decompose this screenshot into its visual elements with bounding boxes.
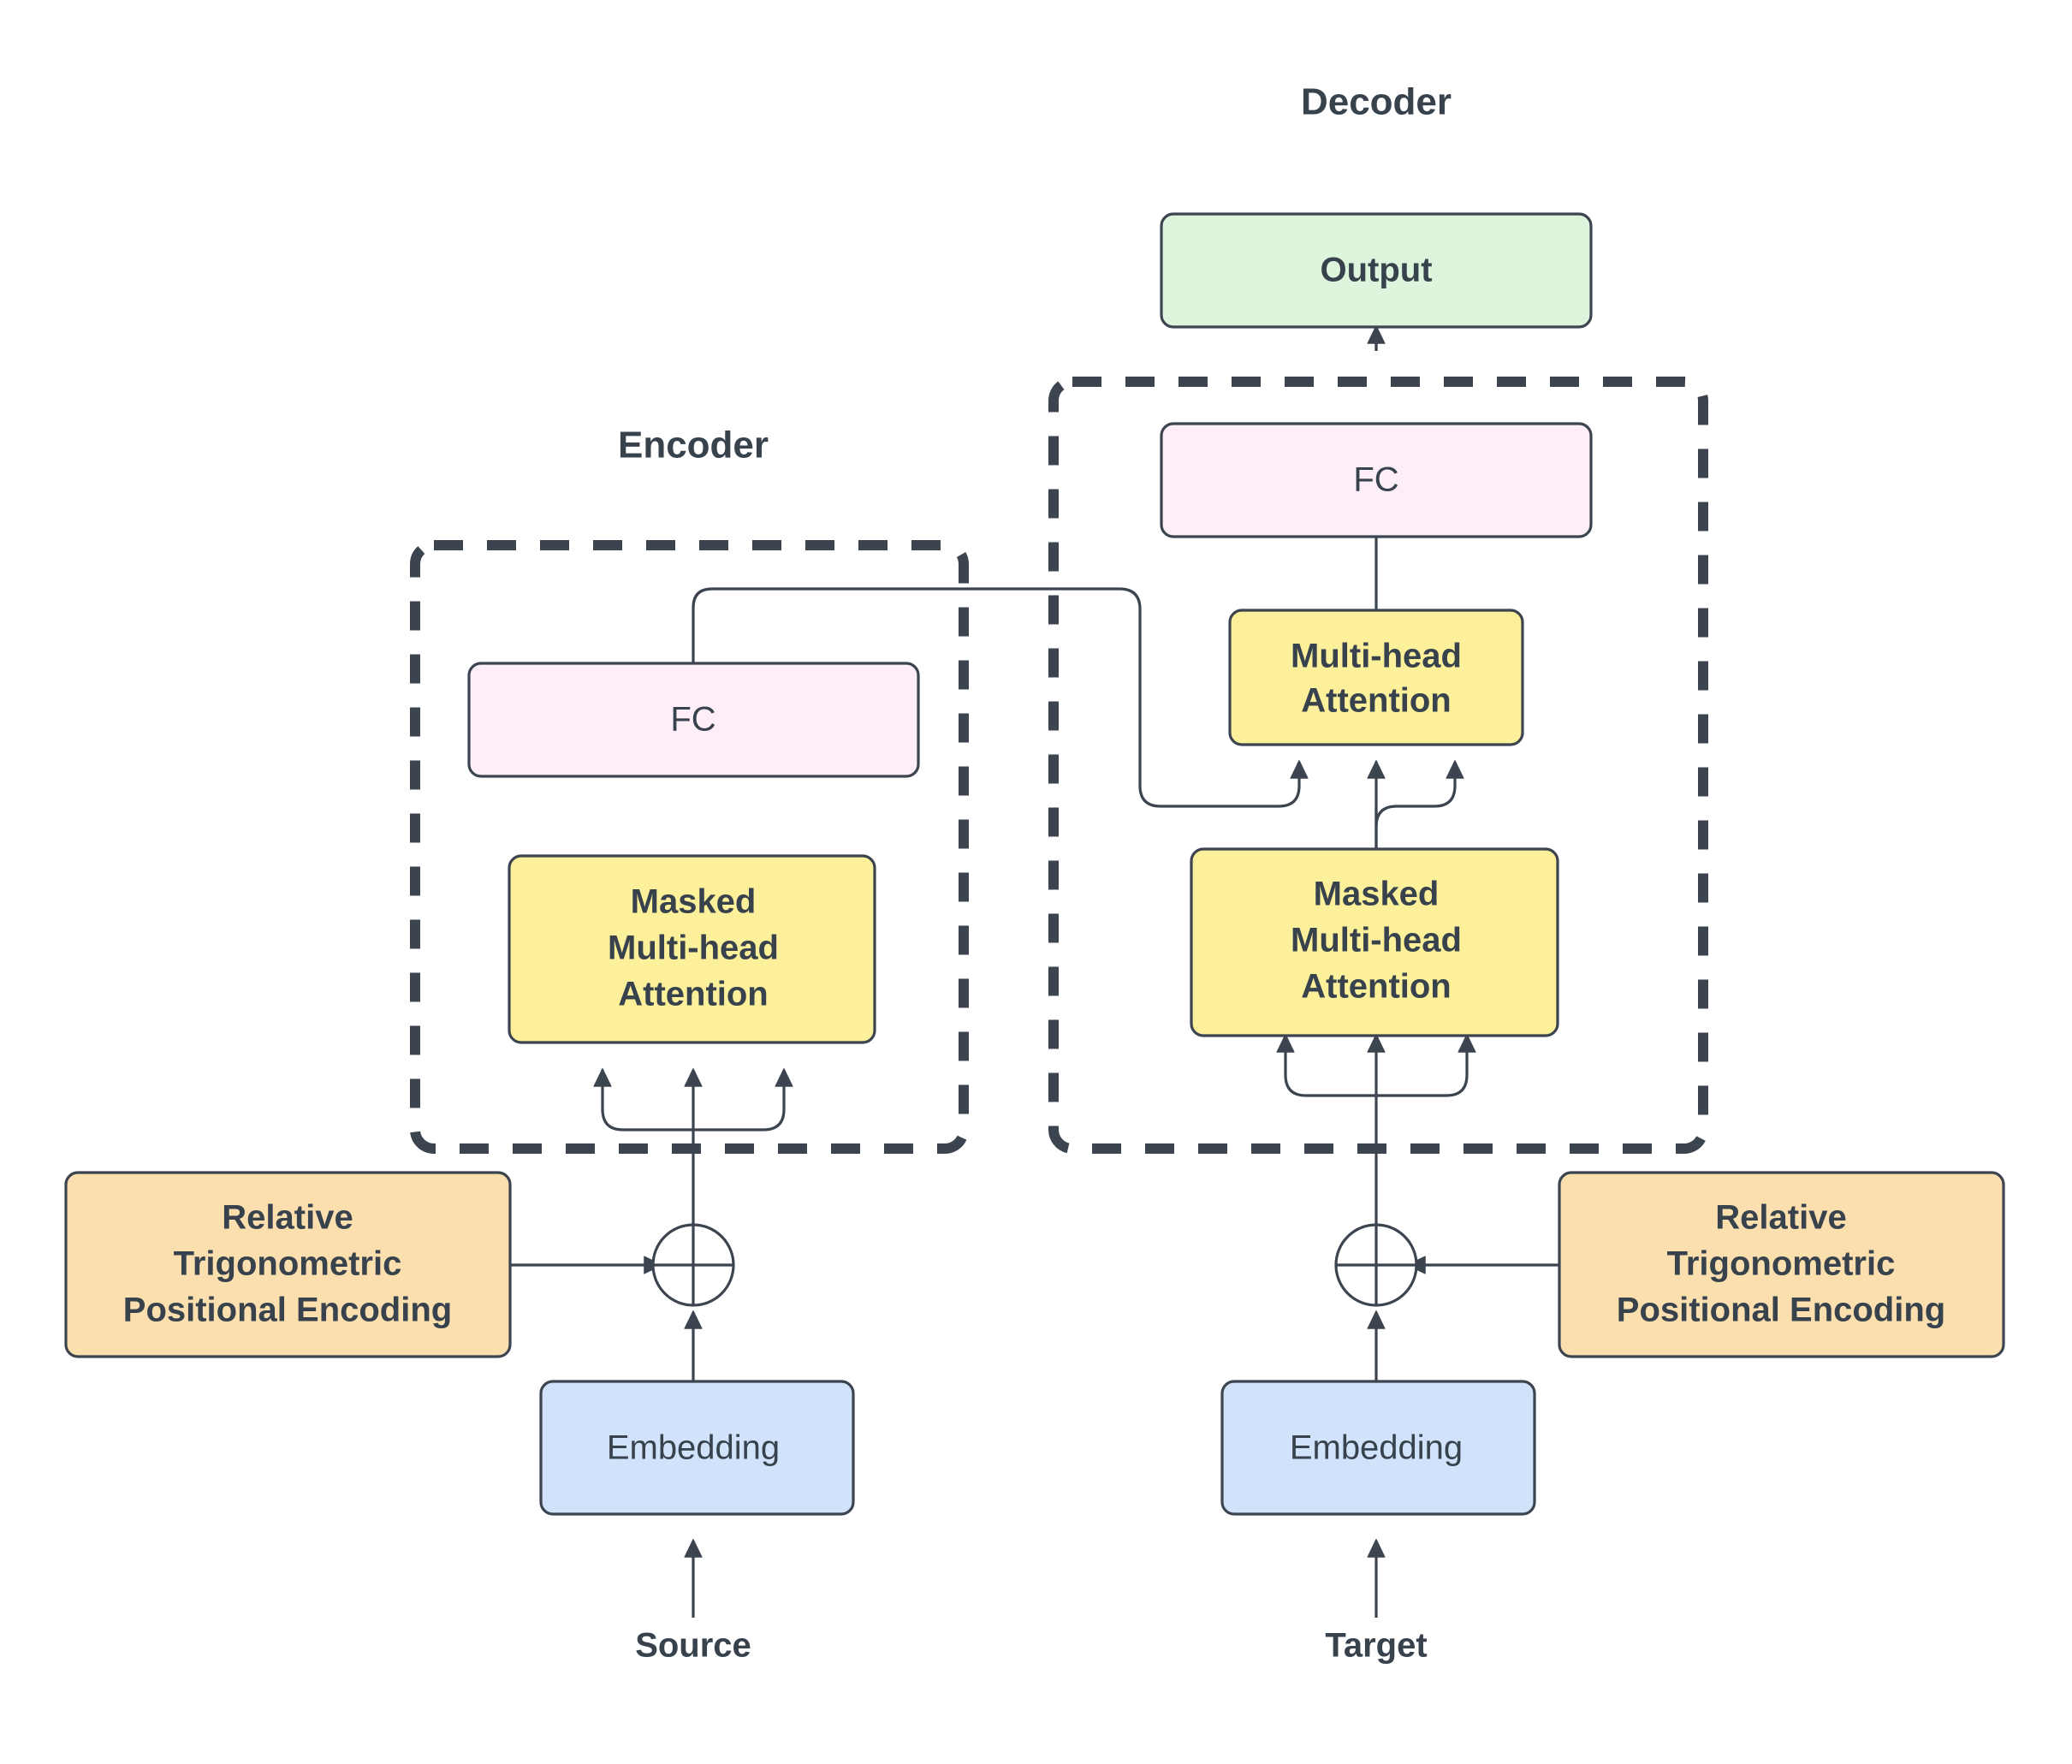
- target-posenc-label-line3: Positional Encoding: [1617, 1292, 1945, 1329]
- target-posenc-label-line1: Relative: [1715, 1199, 1846, 1237]
- source-posenc-label-line3: Positional Encoding: [123, 1292, 452, 1329]
- encoder-group-box: [410, 540, 969, 1154]
- decoder-fc-node[interactable]: [1160, 422, 1593, 538]
- output-node[interactable]: [1160, 212, 1593, 329]
- edge-decoder-attention-to-cross-right: [1374, 760, 1464, 828]
- decoder-cross-attention-label-line1: Multi-head: [1291, 638, 1462, 675]
- source-add-operator[interactable]: [651, 1223, 735, 1307]
- target-embedding-node[interactable]: [1220, 1380, 1536, 1516]
- edge-decoder-attention-input-left: [1276, 1034, 1376, 1097]
- decoder-fc-node-label: FC: [1353, 461, 1398, 499]
- target-embedding-label: Embedding: [1290, 1429, 1463, 1467]
- target-add-operator[interactable]: [1334, 1223, 1418, 1307]
- edge-encoder-fc-to-decoder-attention: [692, 587, 1309, 808]
- edge-encoder-attention-input-right: [693, 1068, 793, 1131]
- encoder-masked-attention-node[interactable]: [508, 854, 876, 1044]
- decoder-cross-attention-node[interactable]: [1228, 609, 1524, 746]
- source-embedding-label: Embedding: [607, 1429, 780, 1467]
- decoder-cross-attention-label-line2: Attention: [1301, 682, 1452, 720]
- target-input-label: Target: [1325, 1627, 1427, 1665]
- source-posenc-label-line1: Relative: [222, 1199, 353, 1237]
- edge-encoder-attention-input-left: [593, 1068, 693, 1131]
- decoder-masked-attention-label-line3: Attention: [1301, 968, 1452, 1006]
- decoder-masked-attention-label-line2: Multi-head: [1291, 922, 1462, 959]
- decoder-masked-attention-label-line1: Masked: [1314, 876, 1440, 913]
- encoder-fc-node-label: FC: [670, 701, 715, 739]
- source-input-label: Source: [635, 1627, 751, 1665]
- encoder-fc-node[interactable]: [467, 662, 920, 778]
- decoder-group-title: Decoder: [1301, 81, 1452, 123]
- target-positional-encoding-node[interactable]: [1558, 1171, 2005, 1358]
- source-posenc-label-line2: Trigonometric: [174, 1245, 402, 1283]
- decoder-group-box: [1048, 377, 1708, 1154]
- source-embedding-node[interactable]: [539, 1380, 855, 1516]
- edge-decoder-attention-input-right: [1376, 1034, 1476, 1097]
- encoder-masked-attention-label-line3: Attention: [618, 976, 769, 1013]
- encoder-group-title: Encoder: [618, 425, 769, 466]
- encoder-masked-attention-label-line2: Multi-head: [608, 930, 779, 967]
- output-node-label: Output: [1320, 252, 1432, 289]
- encoder-masked-attention-label-line1: Masked: [631, 883, 757, 921]
- target-posenc-label-line2: Trigonometric: [1667, 1245, 1896, 1283]
- decoder-masked-attention-node[interactable]: [1190, 847, 1559, 1037]
- source-positional-encoding-node[interactable]: [64, 1171, 512, 1358]
